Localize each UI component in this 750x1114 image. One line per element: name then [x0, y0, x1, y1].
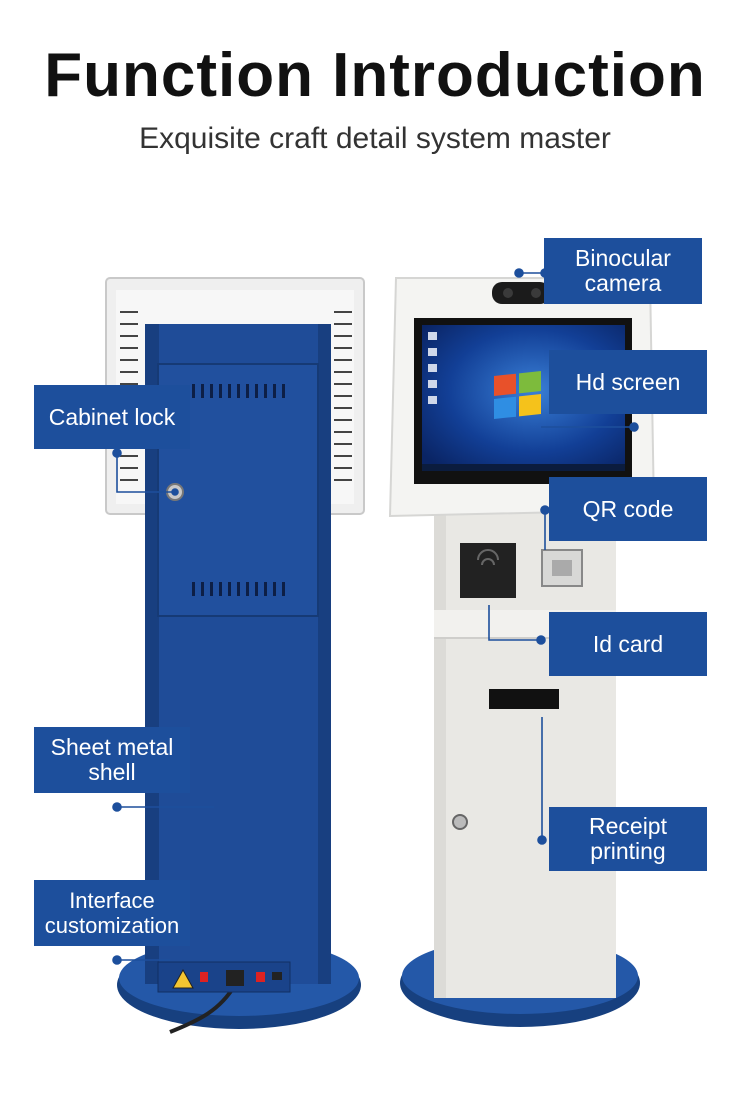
page-subtitle: Exquisite craft detail system master — [139, 122, 611, 155]
lock-icon — [452, 814, 468, 830]
label-cabinet-lock: Cabinet lock — [34, 385, 190, 449]
leader-lines — [112, 268, 639, 965]
label-receipt-printing: Receipt printing — [549, 807, 707, 871]
label-id-card: Id card — [549, 612, 707, 676]
label-interface-customization: Interface customization — [34, 880, 190, 946]
front-kiosk — [388, 277, 656, 1027]
label-sheet-metal-shell: Sheet metal shell — [34, 727, 190, 793]
label-binocular-camera: Binocular camera — [544, 238, 702, 304]
page-title: Function Introduction — [44, 41, 706, 110]
label-hd-screen: Hd screen — [549, 350, 707, 414]
label-qr-code: QR code — [549, 477, 707, 541]
